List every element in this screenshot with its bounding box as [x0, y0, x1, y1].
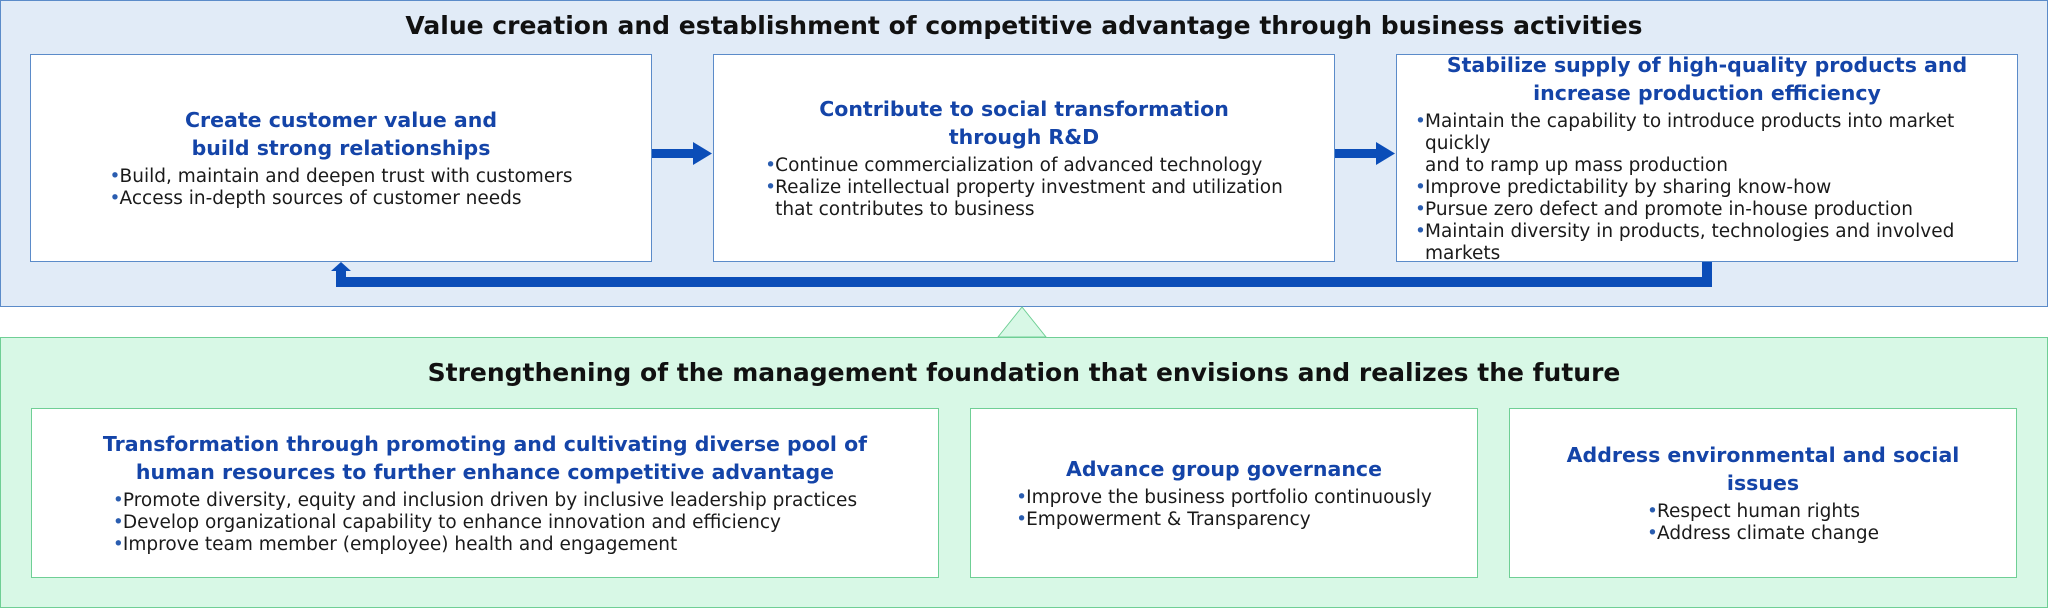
list-item-text: Promote diversity, equity and inclusion …	[122, 490, 858, 511]
connector-notch	[996, 306, 1048, 338]
list-item-text: Respect human rights	[1657, 501, 1861, 522]
list-item-text: Maintain the capability to introduce pro…	[1425, 111, 1955, 154]
arrow-right-icon	[651, 142, 712, 165]
list-item: Promote diversity, equity and inclusion …	[113, 490, 857, 512]
list-item: Address climate change	[1647, 523, 1879, 545]
bullet-list: Promote diversity, equity and inclusion …	[113, 490, 857, 556]
list-item: Improve team member (employee) health an…	[113, 534, 857, 556]
list-item-text: Improve predictability by sharing know-h…	[1425, 177, 1832, 198]
box-title-line: human resources to further enhance compe…	[135, 460, 835, 484]
list-item: Maintain diversity in products, technolo…	[1415, 221, 1999, 265]
bullet-list: Improve the business portfolio continuou…	[1016, 487, 1432, 531]
list-item-text: Continue commercialization of advanced t…	[775, 155, 1263, 176]
list-item: Maintain the capability to introduce pro…	[1415, 111, 1999, 177]
arrow-right-icon	[1334, 142, 1395, 165]
list-item-text: Maintain diversity in products, technolo…	[1425, 221, 1955, 264]
list-item-text: Address climate change	[1657, 523, 1879, 544]
box-title-line: Contribute to social transformation	[819, 97, 1229, 121]
box-title-line: Transformation through promoting and cul…	[102, 432, 868, 456]
bullet-list: Continue commercialization of advanced t…	[765, 155, 1283, 221]
management-foundation-title: Strengthening of the management foundati…	[427, 358, 1621, 387]
box-title-line: Create customer value and	[184, 108, 498, 132]
box-title-line: increase production efficiency	[1533, 81, 1881, 105]
list-item-text: Improve the business portfolio continuou…	[1026, 487, 1432, 508]
box-title-line: Address environmental and social issues	[1566, 443, 1960, 495]
list-item: Realize intellectual property investment…	[765, 177, 1283, 221]
list-item: Improve predictability by sharing know-h…	[1415, 177, 1999, 199]
box-title: Address environmental and social issues	[1528, 441, 1998, 497]
box-title-line: Advance group governance	[1065, 457, 1382, 481]
list-item: Access in-depth sources of customer need…	[110, 188, 573, 210]
box-title-line: Stabilize supply of high-quality product…	[1446, 53, 1968, 77]
list-item: Build, maintain and deepen trust with cu…	[110, 166, 573, 188]
list-item: Respect human rights	[1647, 501, 1879, 523]
list-item: Develop organizational capability to enh…	[113, 512, 857, 534]
list-item-text: that contributes to business	[775, 199, 1035, 220]
customer-value-box: Create customer value and build strong r…	[30, 54, 652, 262]
value-creation-title: Value creation and establishment of comp…	[405, 11, 1643, 40]
box-title: Stabilize supply of high-quality product…	[1447, 51, 1967, 107]
loop-back-arrow-icon	[331, 262, 1712, 287]
list-item-text: Pursue zero defect and promote in-house …	[1425, 199, 1913, 220]
governance-box: Advance group governance Improve the bus…	[970, 408, 1478, 578]
list-item-text: Realize intellectual property investment…	[775, 177, 1283, 198]
supply-box: Stabilize supply of high-quality product…	[1396, 51, 2018, 265]
bullet-list: Respect human rights Address climate cha…	[1647, 501, 1879, 545]
list-item: Improve the business portfolio continuou…	[1016, 487, 1432, 509]
list-item: Pursue zero defect and promote in-house …	[1415, 199, 1999, 221]
list-item-text: Build, maintain and deepen trust with cu…	[119, 166, 573, 187]
list-item-text: Improve team member (employee) health an…	[122, 534, 678, 555]
list-item-text: and to ramp up mass production	[1425, 155, 1728, 176]
bullet-list: Build, maintain and deepen trust with cu…	[110, 166, 573, 210]
list-item-text: Develop organizational capability to enh…	[122, 512, 781, 533]
list-item-text: Empowerment & Transparency	[1026, 509, 1311, 530]
box-title: Transformation through promoting and cul…	[103, 430, 867, 486]
box-title: Contribute to social transformation thro…	[819, 95, 1229, 151]
box-title-line: build strong relationships	[191, 136, 491, 160]
rnd-box: Contribute to social transformation thro…	[713, 54, 1335, 262]
list-item: Continue commercialization of advanced t…	[765, 155, 1283, 177]
list-item-text: Access in-depth sources of customer need…	[119, 188, 522, 209]
box-title: Create customer value and build strong r…	[185, 106, 497, 162]
bullet-list: Maintain the capability to introduce pro…	[1415, 111, 1999, 265]
human-resources-box: Transformation through promoting and cul…	[31, 408, 939, 578]
list-item: Empowerment & Transparency	[1016, 509, 1432, 531]
box-title-line: through R&D	[948, 125, 1100, 149]
environmental-social-box: Address environmental and social issues …	[1509, 408, 2017, 578]
box-title: Advance group governance	[1066, 455, 1382, 483]
